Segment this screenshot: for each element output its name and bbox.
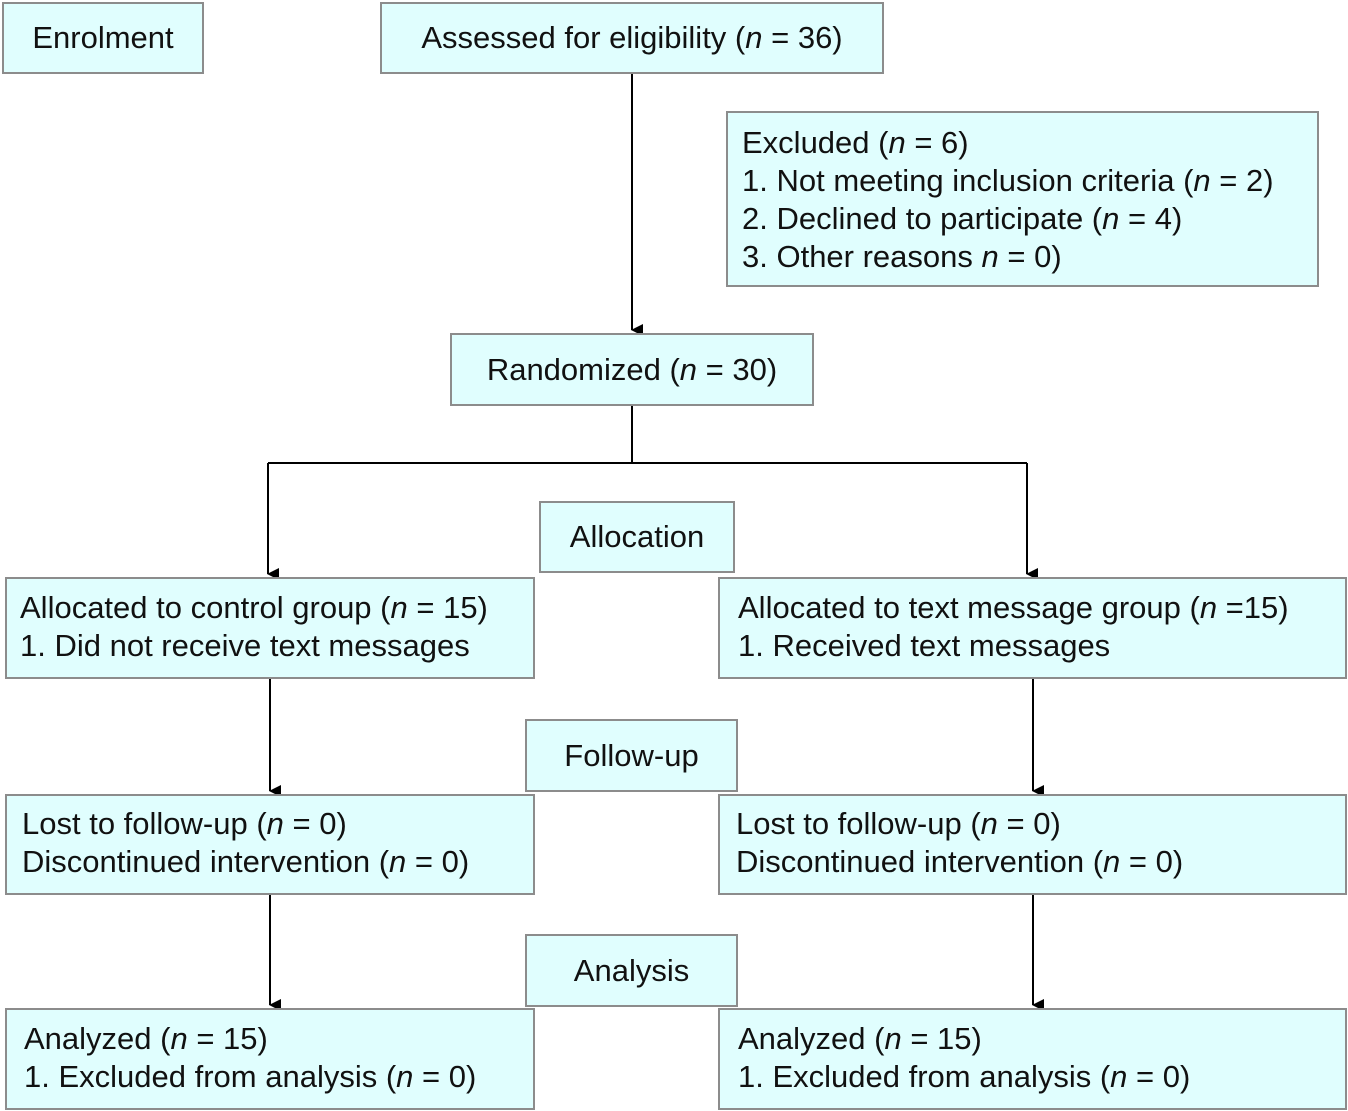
stage-followup: Follow-up xyxy=(525,719,738,792)
text-followup-box: Lost to follow-up (n = 0) Discontinued i… xyxy=(718,794,1347,895)
excluded-reason-1: 1. Not meeting inclusion criteria (n = 2… xyxy=(742,163,1274,198)
stage-analysis-label: Analysis xyxy=(573,952,690,988)
control-followup-box: Lost to follow-up (n = 0) Discontinued i… xyxy=(5,794,535,895)
excluded-total: Excluded (n = 6) xyxy=(742,125,969,160)
text-lost-followup: Lost to follow-up (n = 0) xyxy=(736,806,1061,841)
text-discontinued: Discontinued intervention (n = 0) xyxy=(736,844,1184,879)
excluded-box: Excluded (n = 6) 1. Not meeting inclusio… xyxy=(726,111,1319,287)
control-excluded-analysis: 1. Excluded from analysis (n = 0) xyxy=(24,1059,477,1094)
control-analysis-box: Analyzed (n = 15) 1. Excluded from analy… xyxy=(5,1008,535,1110)
stage-allocation-label: Allocation xyxy=(569,519,705,554)
assessed-text: Assessed for eligibility (n = 36) xyxy=(421,20,843,55)
control-allocation-detail: 1. Did not receive text messages xyxy=(20,628,470,663)
text-analysis-box: Analyzed (n = 15) 1. Excluded from analy… xyxy=(718,1008,1347,1110)
text-analyzed: Analyzed (n = 15) xyxy=(738,1021,982,1056)
stage-followup-label: Follow-up xyxy=(564,737,699,773)
excluded-reason-2: 2. Declined to participate (n = 4) xyxy=(742,201,1183,236)
stage-allocation: Allocation xyxy=(539,501,735,573)
text-allocation-box: Allocated to text message group (n =15) … xyxy=(718,577,1347,679)
stage-enrolment-label: Enrolment xyxy=(32,20,174,55)
control-discontinued: Discontinued intervention (n = 0) xyxy=(22,844,470,879)
stage-enrolment: Enrolment xyxy=(2,2,204,74)
stage-analysis: Analysis xyxy=(525,934,738,1007)
text-excluded-analysis: 1. Excluded from analysis (n = 0) xyxy=(738,1059,1191,1094)
control-allocation-title: Allocated to control group (n = 15) xyxy=(20,590,488,625)
control-lost-followup: Lost to follow-up (n = 0) xyxy=(22,806,347,841)
excluded-reason-3: 3. Other reasons n = 0) xyxy=(742,239,1062,274)
randomized-box: Randomized (n = 30) xyxy=(450,333,814,406)
randomized-text: Randomized (n = 30) xyxy=(486,351,778,387)
control-allocation-box: Allocated to control group (n = 15) 1. D… xyxy=(5,577,535,679)
control-analyzed: Analyzed (n = 15) xyxy=(24,1021,268,1056)
assessed-box: Assessed for eligibility (n = 36) xyxy=(380,2,884,74)
text-allocation-detail: 1. Received text messages xyxy=(738,628,1111,663)
text-allocation-title: Allocated to text message group (n =15) xyxy=(738,590,1289,625)
